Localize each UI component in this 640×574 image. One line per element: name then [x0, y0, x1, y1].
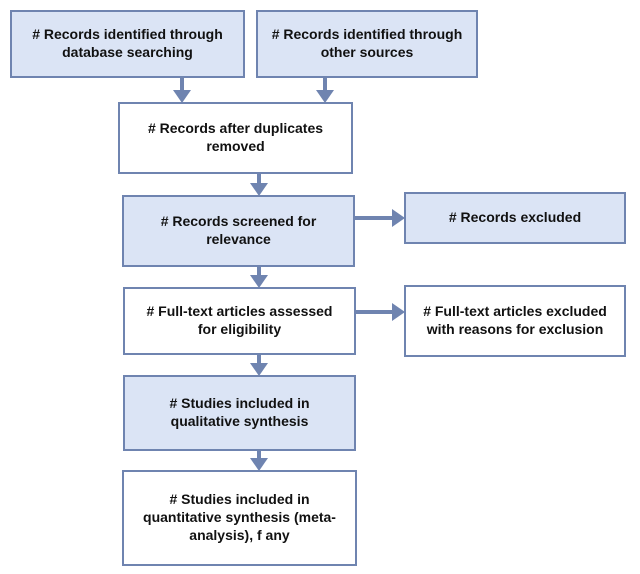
records-screened-box: # Records screened for relevance — [122, 195, 355, 267]
qualitative-synthesis-text: # Studies included in qualitative synthe… — [169, 395, 310, 429]
records-screened-text: # Records screened for relevance — [160, 213, 317, 247]
records-other-sources-box: # Records identified through other sourc… — [256, 10, 478, 78]
records-after-duplicates-box: # Records after duplicates removed — [118, 102, 353, 174]
records-database-searching-box: # Records identified through database se… — [10, 10, 245, 78]
quantitative-synthesis-text: # Studies included in quantitative synth… — [143, 491, 336, 543]
fulltext-assessed-box: # Full-text articles assessed for eligib… — [123, 287, 356, 355]
qualitative-synthesis-box: # Studies included in qualitative synthe… — [123, 375, 356, 451]
quantitative-synthesis-box: # Studies included in quantitative synth… — [122, 470, 357, 566]
records-database-searching-text: # Records identified through database se… — [32, 26, 223, 60]
fulltext-excluded-box: # Full-text articles excluded with reaso… — [404, 285, 626, 357]
fulltext-excluded-text: # Full-text articles excluded with reaso… — [423, 303, 607, 337]
records-excluded-box: # Records excluded — [404, 192, 626, 244]
records-other-sources-text: # Records identified through other sourc… — [271, 26, 463, 60]
records-excluded-text: # Records excluded — [448, 209, 582, 226]
fulltext-assessed-text: # Full-text articles assessed for eligib… — [146, 303, 333, 337]
records-after-duplicates-text: # Records after duplicates removed — [147, 120, 324, 154]
